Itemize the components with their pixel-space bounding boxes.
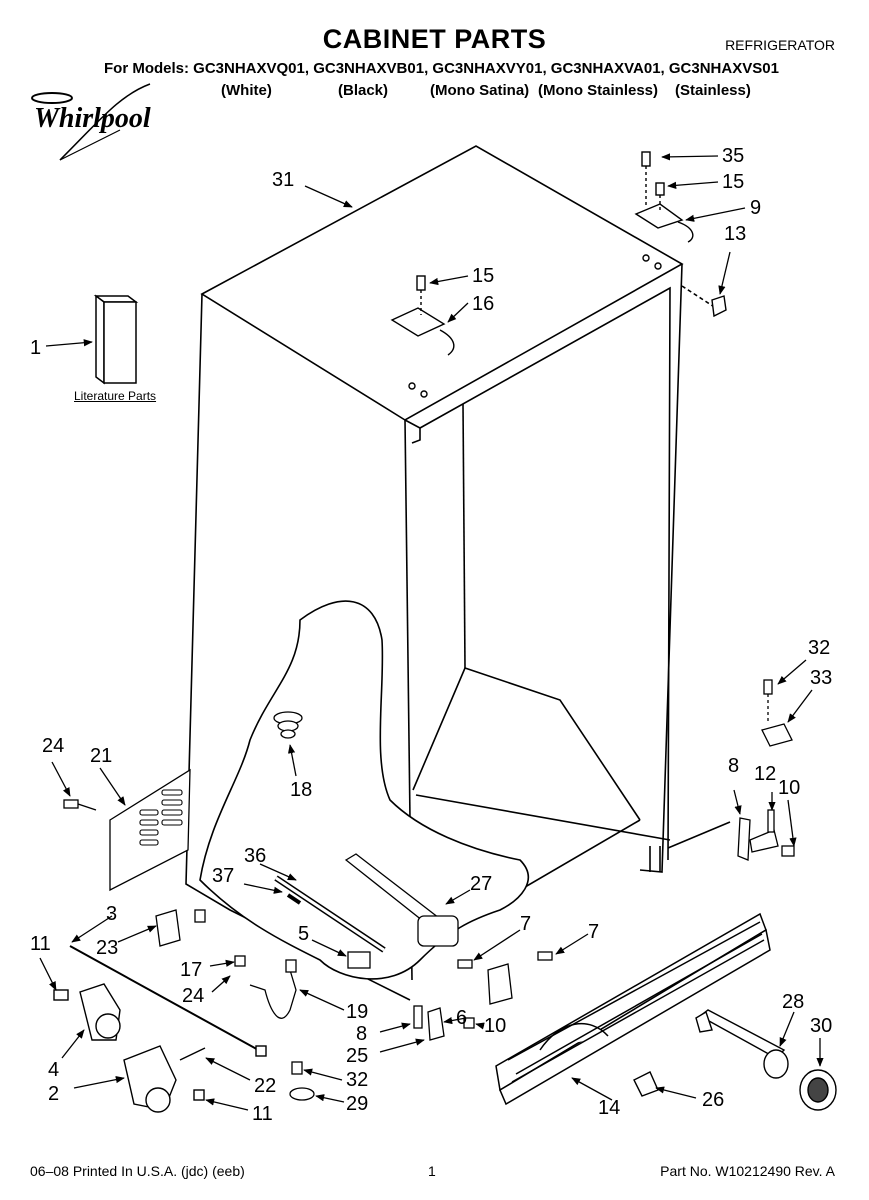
finish-black: (Black) bbox=[338, 82, 389, 99]
callout-23: 23 bbox=[96, 937, 118, 959]
appliance-category: REFRIGERATOR bbox=[725, 37, 835, 53]
leader-arrows bbox=[39, 153, 824, 1111]
small-parts bbox=[63, 679, 795, 1101]
callout-25: 25 bbox=[346, 1045, 368, 1067]
finish-white: (White) bbox=[221, 82, 272, 99]
callout-9: 9 bbox=[750, 197, 761, 219]
callout-14: 14 bbox=[598, 1097, 620, 1119]
top-hinge-brackets bbox=[390, 151, 727, 398]
print-info: 06–08 Printed In U.S.A. (jdc) (eeb) bbox=[30, 1163, 245, 1179]
callout-3: 3 bbox=[106, 903, 117, 925]
rollers-and-legs bbox=[53, 945, 267, 1113]
finish-stainless: (Stainless) bbox=[675, 82, 751, 99]
callout-4: 4 bbox=[48, 1059, 59, 1081]
callout-27: 27 bbox=[470, 873, 492, 895]
callout-30: 30 bbox=[810, 1015, 832, 1037]
page-title: CABINET PARTS bbox=[322, 24, 547, 54]
water-filter bbox=[633, 1009, 837, 1111]
defrost-assembly bbox=[274, 853, 459, 953]
callout-35: 35 bbox=[722, 145, 744, 167]
part-number: Part No. W10212490 Rev. A bbox=[660, 1163, 835, 1179]
callout-37: 37 bbox=[212, 865, 234, 887]
callout-5: 5 bbox=[298, 923, 309, 945]
callout-10: 10 bbox=[778, 777, 800, 799]
finish-mono-stainless: (Mono Stainless) bbox=[538, 82, 659, 99]
callout-10-lower: 10 bbox=[484, 1015, 506, 1037]
callout-21: 21 bbox=[90, 745, 112, 767]
callout-2: 2 bbox=[48, 1083, 59, 1105]
callout-33: 33 bbox=[810, 667, 832, 689]
brand-logo bbox=[31, 83, 151, 161]
callout-19: 19 bbox=[346, 1001, 368, 1023]
literature-booklet bbox=[93, 294, 139, 385]
callout-labels: 35 15 9 13 31 15 16 1 32 33 24 21 18 8 1… bbox=[30, 145, 832, 1125]
callout-32: 32 bbox=[808, 637, 830, 659]
literature-parts-label: Literature Parts bbox=[74, 389, 157, 403]
callout-32-lower: 32 bbox=[346, 1069, 368, 1091]
callout-16: 16 bbox=[472, 293, 494, 315]
refrigerator-cabinet bbox=[185, 145, 731, 1001]
callout-7-right: 7 bbox=[588, 921, 599, 943]
brand-wordmark: Whirlpool bbox=[34, 103, 151, 134]
callout-28: 28 bbox=[782, 991, 804, 1013]
callout-22: 22 bbox=[254, 1075, 276, 1097]
callout-6: 6 bbox=[456, 1007, 467, 1029]
callout-12: 12 bbox=[754, 763, 776, 785]
callout-36: 36 bbox=[244, 845, 266, 867]
base-grille bbox=[495, 912, 771, 1106]
callout-1: 1 bbox=[30, 337, 41, 359]
callout-11-lower: 11 bbox=[252, 1103, 273, 1125]
callout-8-lower: 8 bbox=[356, 1023, 367, 1045]
callout-24-lower: 24 bbox=[182, 985, 204, 1007]
finish-mono-satina: (Mono Satina) bbox=[430, 82, 530, 99]
callout-31: 31 bbox=[272, 169, 294, 191]
callout-7: 7 bbox=[520, 913, 531, 935]
callout-17: 17 bbox=[180, 959, 202, 981]
page-number: 1 bbox=[428, 1163, 436, 1179]
callout-8: 8 bbox=[728, 755, 739, 777]
callout-13: 13 bbox=[724, 223, 746, 245]
callout-15-top: 15 bbox=[472, 265, 494, 287]
callout-15: 15 bbox=[722, 171, 744, 193]
model-list: For Models: GC3NHAXVQ01, GC3NHAXVB01, GC… bbox=[104, 60, 779, 77]
callout-11: 11 bbox=[30, 933, 51, 955]
callout-24: 24 bbox=[42, 735, 64, 757]
callout-26: 26 bbox=[702, 1089, 724, 1111]
callout-18: 18 bbox=[290, 779, 312, 801]
callout-29: 29 bbox=[346, 1093, 368, 1115]
